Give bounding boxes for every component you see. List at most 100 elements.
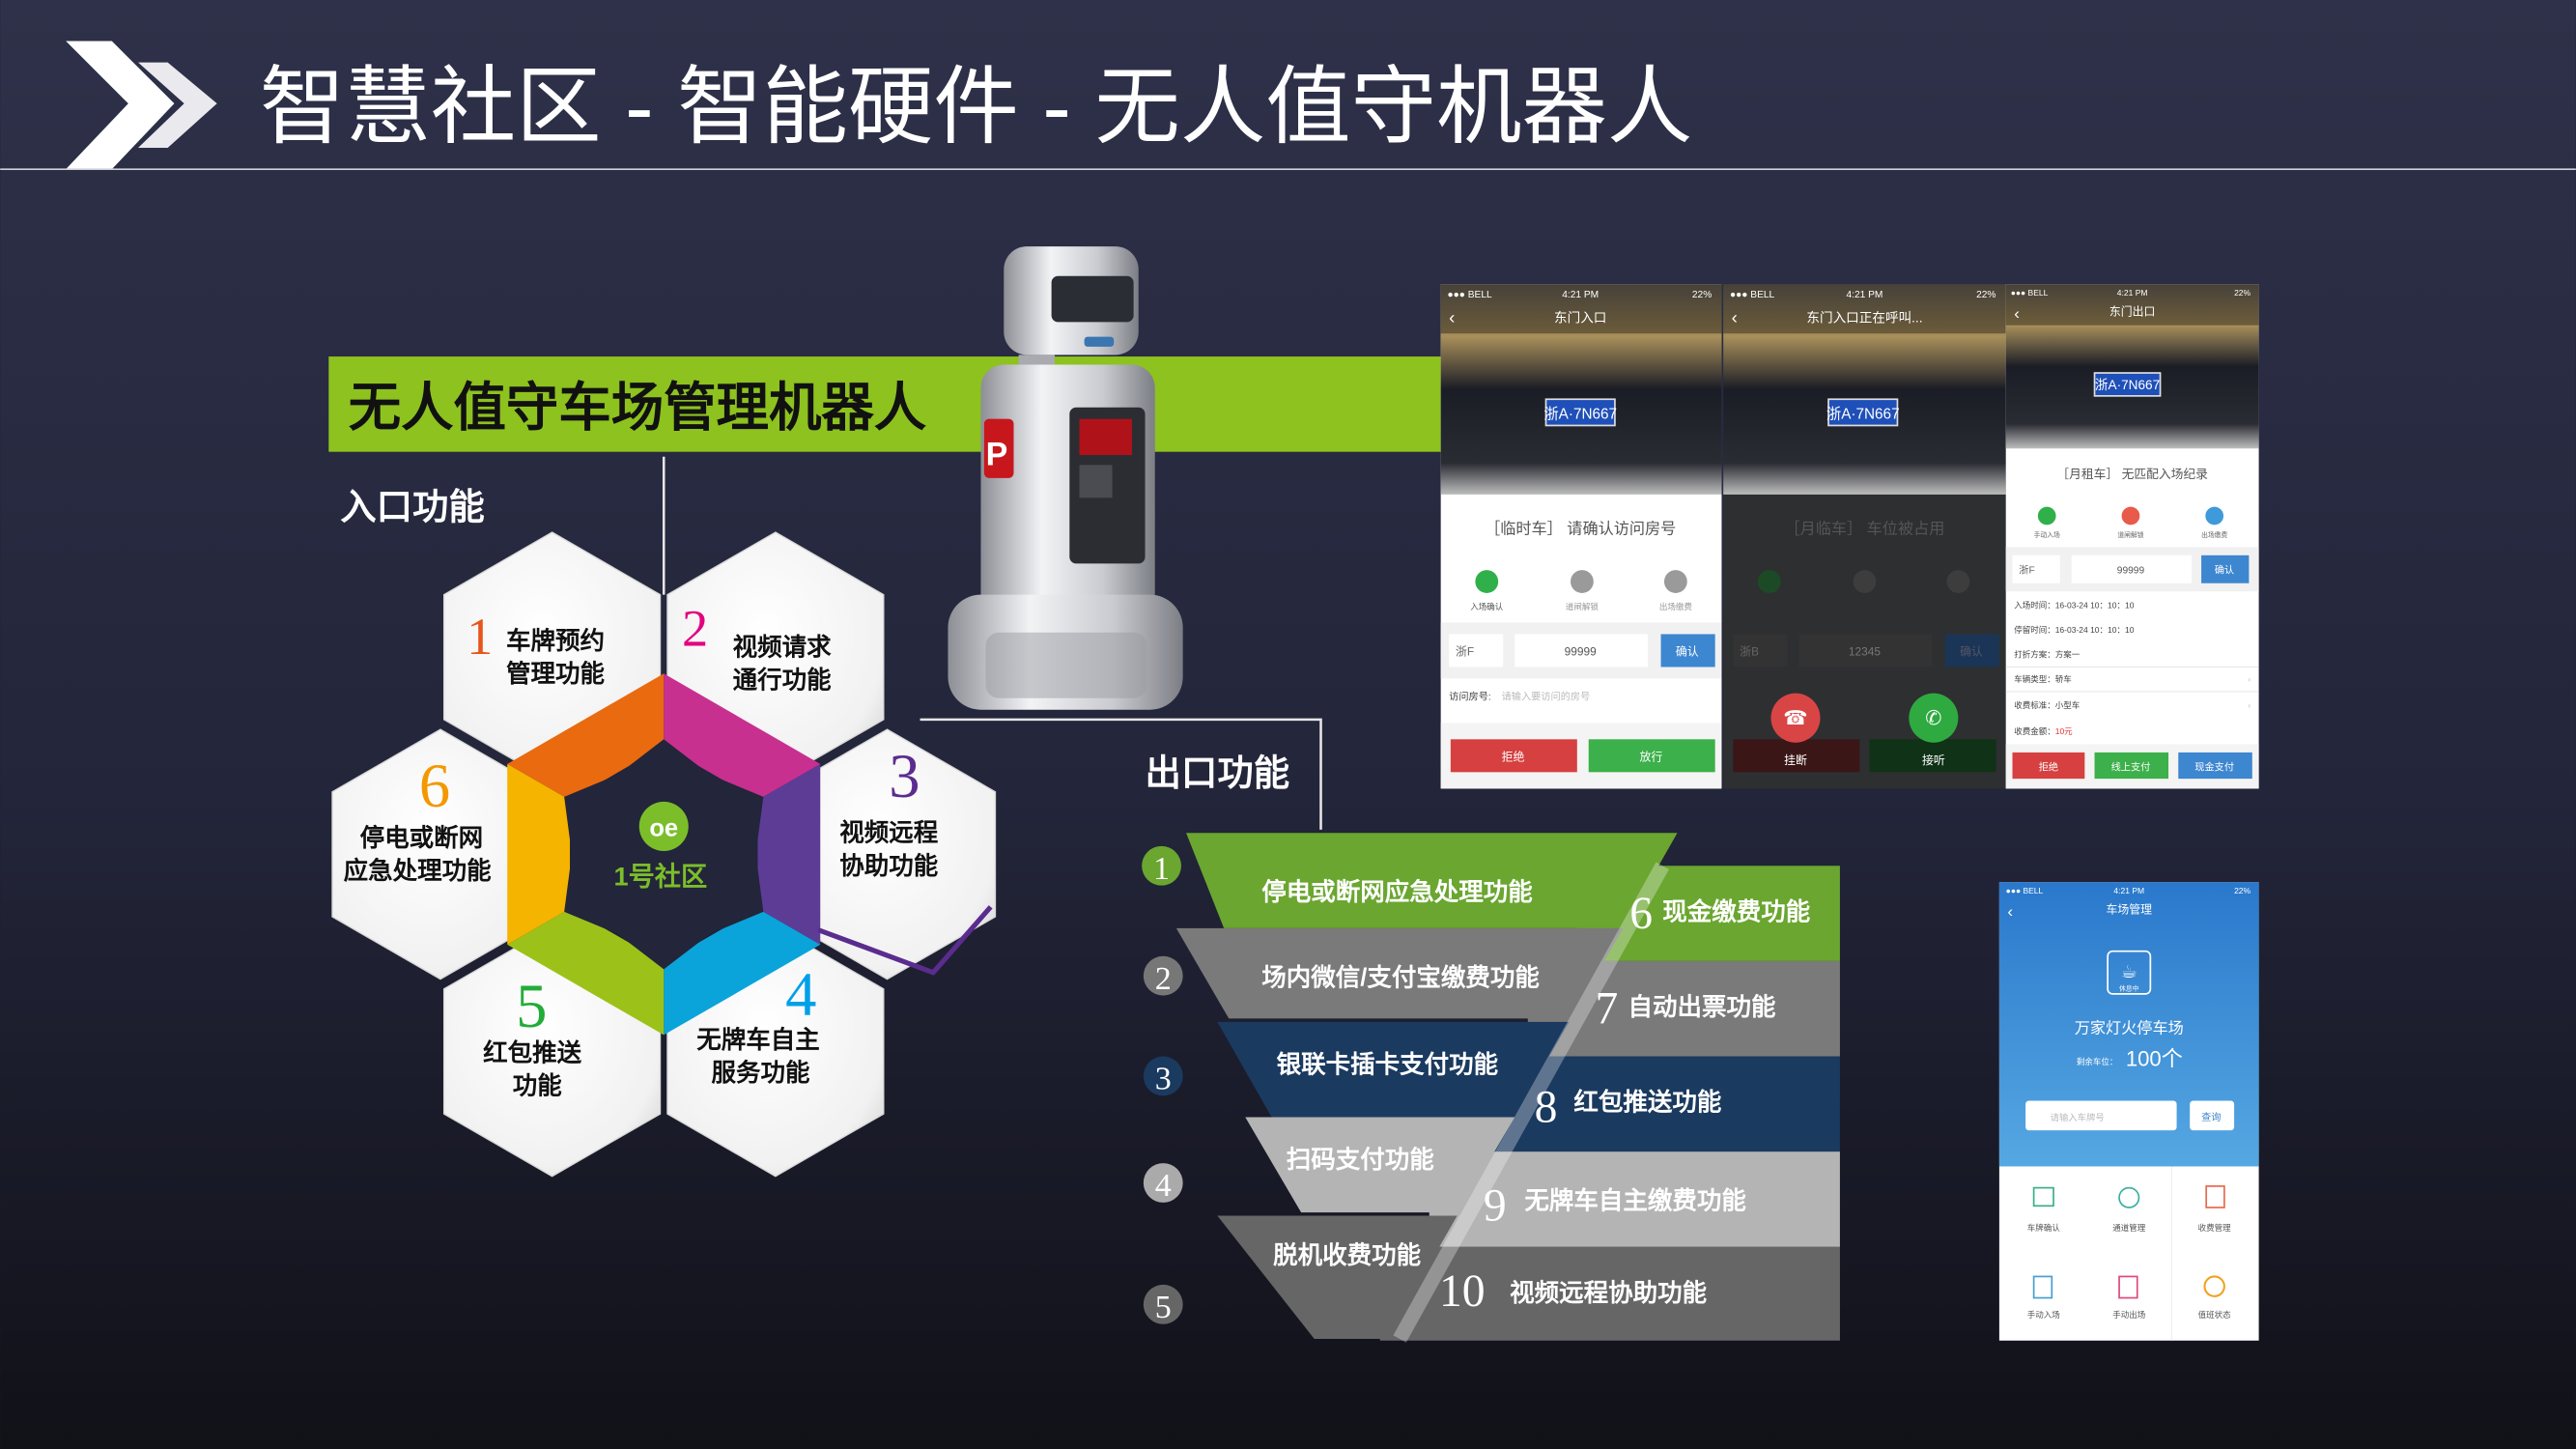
screen-title: 东门入口正在呼叫... (1806, 310, 1922, 325)
feature-label: 红包推送 (483, 1039, 582, 1067)
exit-right-number: 10 (1439, 1266, 1486, 1317)
manual-exit-icon[interactable] (2118, 1275, 2138, 1299)
duty-status-icon[interactable] (2203, 1275, 2225, 1297)
status-carrier: ●●● BELL (2011, 288, 2049, 298)
hangup-label: 挂断 (1784, 753, 1807, 767)
entry-feature-3: 3 视频远程 协助功能 (839, 741, 939, 880)
feature-label: 管理功能 (506, 660, 606, 688)
fee-label: 收费金额： (2014, 726, 2055, 736)
detail-row: 打折方案：方案一 (2014, 649, 2081, 659)
parking-lot-name: 万家灯火停车场 (2075, 1020, 2184, 1037)
phone-screen-call: 浙A·7N667 ●●● BELL 4:21 PM 22% ‹ 东门入口正在呼叫… (1723, 284, 2006, 789)
answer-button[interactable] (1909, 693, 1959, 743)
logo-icon (638, 801, 689, 851)
province-select[interactable] (2012, 554, 2060, 583)
entry-feature-5: 5 红包推送 功能 (483, 971, 582, 1100)
accent-line (817, 905, 993, 976)
status-time: 4:21 PM (2113, 886, 2144, 895)
back-button[interactable]: ‹ (1732, 307, 1738, 327)
action-label: 道闸解锁 (1566, 602, 1599, 611)
entry-feature-1: 1 车牌预约 管理功能 (467, 608, 605, 688)
entry-feature-cluster (331, 531, 997, 1178)
province-value: 浙B (1740, 645, 1759, 659)
plate-search-input[interactable] (2025, 1100, 2177, 1131)
exit-left-label: 扫码支付功能 (1287, 1146, 1435, 1174)
channel-manage-icon[interactable] (2118, 1186, 2140, 1208)
reject-button[interactable] (2012, 752, 2085, 780)
fee-manage-icon[interactable] (2205, 1185, 2225, 1208)
logo-glyph: oe (649, 815, 678, 842)
feature-label: 协助功能 (839, 852, 939, 880)
plate-input[interactable] (2071, 554, 2192, 583)
cash-pay-button[interactable] (2178, 752, 2252, 780)
exit-left-numbers: 1 2 3 4 5 (1142, 845, 1183, 1325)
exit-right-band (1429, 1151, 1840, 1247)
chevron-icon (66, 41, 175, 170)
back-button[interactable]: ‹ (2007, 902, 2013, 921)
screen-title: 东门出口 (2109, 305, 2156, 319)
exit-heading: 出口功能 (1146, 753, 1290, 793)
entry-confirm-icon[interactable] (1475, 570, 1499, 593)
gate-unlock-icon[interactable] (1571, 570, 1594, 593)
plate-search-placeholder: 请输入车牌号 (2051, 1112, 2105, 1122)
screen-title: 东门入口 (1554, 310, 1606, 325)
cash-pay-label: 现金支付 (2194, 761, 2234, 774)
car-photo (2005, 284, 2259, 449)
grid-label: 手动出场 (2112, 1310, 2145, 1320)
exit-left-band (1245, 1117, 1515, 1213)
exit-pay-icon[interactable] (1663, 570, 1687, 593)
online-pay-label: 线上支付 (2111, 761, 2151, 774)
exit-pay-icon[interactable] (2205, 506, 2224, 526)
page-title: 智慧社区 - 智能硬件 - 无人值守机器人 (260, 59, 1692, 155)
grid-label: 收费管理 (2198, 1223, 2232, 1233)
feature-label: 无牌车自主 (696, 1026, 820, 1054)
status-battery: 22% (1692, 290, 1712, 300)
query-label: 查询 (2201, 1111, 2221, 1123)
grid-label: 手动入场 (2027, 1310, 2060, 1320)
action-label: 出场缴费 (1659, 602, 1693, 611)
gate-unlock-icon[interactable] (2121, 506, 2140, 526)
reject-button[interactable] (1450, 739, 1577, 773)
entry-heading: 入口功能 (340, 486, 485, 526)
exit-right-label: 自动出票功能 (1628, 993, 1777, 1021)
confirm-label: 确认 (2215, 564, 2234, 577)
header: 智慧社区 - 智能硬件 - 无人值守机器人 (0, 41, 2576, 171)
province-select[interactable] (1449, 634, 1504, 668)
feature-label: 视频请求 (733, 635, 833, 662)
status-battery: 22% (1976, 290, 1996, 300)
confirm-label: 确认 (1676, 645, 1699, 659)
fee-standard-row[interactable]: 收费标准：小型车 (2014, 700, 2080, 710)
feature-label: 停电或断网 (360, 824, 484, 852)
entry-feature-4: 4 无牌车自主 服务功能 (696, 959, 820, 1087)
plate-confirm-icon[interactable] (2032, 1186, 2054, 1208)
chevron-right-icon: › (2248, 674, 2250, 684)
connector-line (920, 718, 1322, 830)
confirm-button[interactable] (1660, 634, 1715, 668)
room-input[interactable]: 请输入要访问的房号 (1502, 690, 1591, 702)
exit-number: 1 (1153, 851, 1170, 887)
hangup-button[interactable] (1770, 693, 1821, 743)
vehicle-type-row[interactable]: 车辆类型：轿车 (2014, 674, 2072, 684)
hangup-icon: ☎ (1783, 708, 1807, 729)
manual-entry-icon[interactable] (2037, 506, 2056, 526)
plate-input[interactable] (1514, 634, 1648, 668)
query-button[interactable] (2190, 1100, 2235, 1131)
exit-right-band (1379, 1246, 1840, 1341)
exit-left-band (1217, 1215, 1458, 1340)
confirm-button[interactable] (2201, 554, 2250, 583)
back-button[interactable]: ‹ (2014, 304, 2020, 323)
province-value: 浙F (2019, 565, 2034, 577)
exit-left-band (1175, 927, 1624, 1019)
release-button[interactable] (1588, 739, 1715, 773)
feature-label: 通行功能 (733, 667, 833, 695)
manual-entry-icon[interactable] (2032, 1275, 2053, 1299)
grid-label: 车牌确认 (2027, 1223, 2061, 1233)
prompt: ［月临车］ 车位被占用 (1784, 521, 1944, 538)
back-button[interactable]: ‹ (1449, 307, 1455, 327)
answer-icon: ✆ (1925, 708, 1941, 729)
status-carrier: ●●● BELL (1447, 290, 1492, 300)
online-pay-button[interactable] (2094, 752, 2169, 780)
action-label: 出场缴费 (2201, 530, 2227, 539)
robot-image: P (948, 246, 1183, 710)
remaining-count: 100个 (2126, 1047, 2183, 1071)
